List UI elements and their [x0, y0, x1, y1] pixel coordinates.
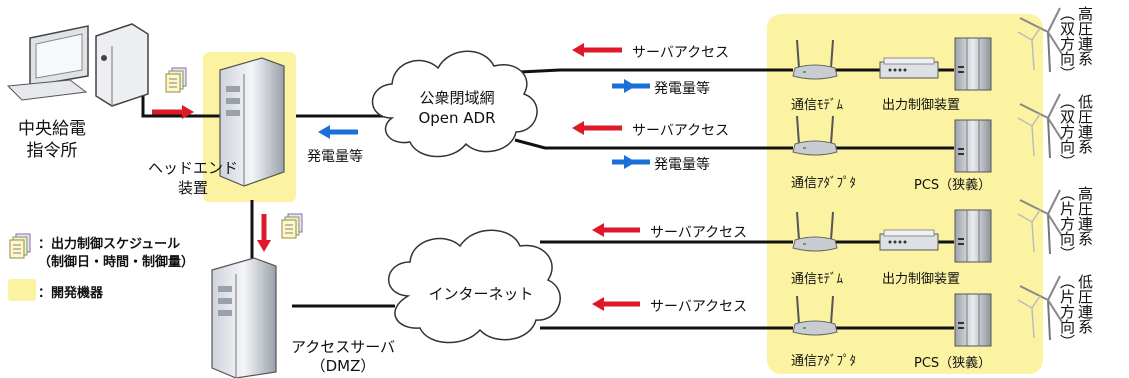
public-network-label-line2: Open ADR [418, 109, 496, 127]
arrow-blue-site2 [612, 155, 650, 169]
headend-label-line1: ヘッドエンド [147, 159, 238, 177]
internet-label: インターネット [428, 285, 534, 303]
access-server-icon [211, 257, 277, 378]
computer-icon [6, 23, 149, 107]
adapter-label: 通信ｱﾀﾞﾌﾟﾀ [791, 354, 857, 369]
server-access-label: サーバアクセス [632, 45, 730, 61]
legend-highlight-swatch [8, 279, 36, 301]
arrow-red-site1 [572, 43, 622, 57]
connection-lines [141, 68, 954, 330]
site-label-4-line1: 低圧連系 [1076, 274, 1094, 334]
arrow-red-down [257, 214, 271, 252]
pcs-icon [954, 37, 992, 91]
site-label-4: 低圧連系 [1076, 274, 1094, 334]
line-center-to-headend [141, 92, 222, 118]
modem-label: 通信ﾓﾃﾞﾑ [791, 272, 844, 287]
adapter-label: 通信ｱﾀﾞﾌﾟﾀ [791, 176, 857, 191]
public-network-label-line1: 公衆閉域網 [419, 89, 495, 107]
site-label-3: 高圧連系 [1076, 186, 1094, 246]
arrow-blue-to-headend [318, 125, 358, 139]
arrow-blue-site1 [612, 79, 650, 93]
site-label-1-line2: （双方向） [1058, 6, 1076, 81]
generation-label: 発電量等 [654, 81, 710, 97]
control-center-label: 中央給電 指令所 [18, 118, 86, 162]
site-label-2: 低圧連系 [1076, 94, 1094, 154]
site-label-1-line1: 高圧連系 [1076, 6, 1094, 66]
legend-schedule-title: ：出力制御スケジュール [38, 237, 181, 252]
server-access-label: サーバアクセス [632, 123, 730, 139]
headend-label: ヘッドエンド 装置 [138, 158, 248, 198]
line-public-to-site2 [514, 138, 793, 150]
server-access-label: サーバアクセス [650, 225, 748, 241]
arrow-red-to-headend [152, 105, 194, 119]
controller-label: 出力制御装置 [882, 98, 961, 113]
generation-label-headend: 発電量等 [307, 149, 363, 165]
control-center-label-line2: 指令所 [26, 141, 78, 161]
server-access-label: サーバアクセス [650, 299, 748, 315]
arrow-red-site3 [592, 223, 640, 237]
schedule-document-icon [9, 233, 31, 259]
arrow-red-site2 [572, 121, 622, 135]
schedule-document-icon [165, 67, 187, 93]
arrow-red-site4 [592, 297, 640, 311]
pcs-icon [954, 293, 992, 347]
access-server-label-line2: （DMZ） [310, 357, 376, 375]
public-network-label: 公衆閉域網 Open ADR [392, 88, 522, 128]
headend-label-line2: 装置 [177, 179, 208, 197]
controller-label: 出力制御装置 [882, 272, 961, 287]
site-label-4b: （片方向） [1058, 274, 1076, 349]
site-label-1: 高圧連系 [1076, 6, 1094, 66]
schedule-document-icon [281, 213, 303, 239]
headend-server-icon [219, 57, 285, 187]
modem-label: 通信ﾓﾃﾞﾑ [791, 98, 844, 113]
pcs-icon [954, 119, 992, 173]
pcs-label: PCS（狭義） [914, 356, 992, 371]
site-label-4-line2: （片方向） [1058, 274, 1076, 349]
site-label-1b: （双方向） [1058, 6, 1076, 81]
site-label-2b: （双方向） [1058, 94, 1076, 169]
site-label-3-line1: 高圧連系 [1076, 186, 1094, 246]
site-label-3-line2: （片方向） [1058, 186, 1076, 261]
legend-schedule: ：出力制御スケジュール （制御日・時間・制御量） [38, 236, 194, 272]
site-label-2-line2: （双方向） [1058, 94, 1076, 169]
pcs-icon [954, 209, 992, 263]
field-devices-highlight [767, 14, 1043, 374]
generation-label: 発電量等 [654, 157, 710, 173]
legend-dev-equipment: ：開発機器 [38, 286, 104, 301]
site-label-3b: （片方向） [1058, 186, 1076, 261]
control-center-label-line1: 中央給電 [18, 119, 86, 139]
cloud-internet [388, 229, 561, 344]
pcs-label: PCS（狭義） [914, 178, 992, 193]
line-public-to-site1 [519, 68, 793, 74]
access-server-label-line1: アクセスサーバ [290, 338, 396, 356]
legend-schedule-detail: （制御日・時間・制御量） [38, 255, 195, 270]
access-server-label: アクセスサーバ （DMZ） [288, 338, 398, 376]
site-label-2-line1: 低圧連系 [1076, 94, 1094, 154]
controller-icon [879, 229, 939, 251]
controller-icon [879, 57, 939, 79]
cloud-public-network [371, 50, 538, 158]
